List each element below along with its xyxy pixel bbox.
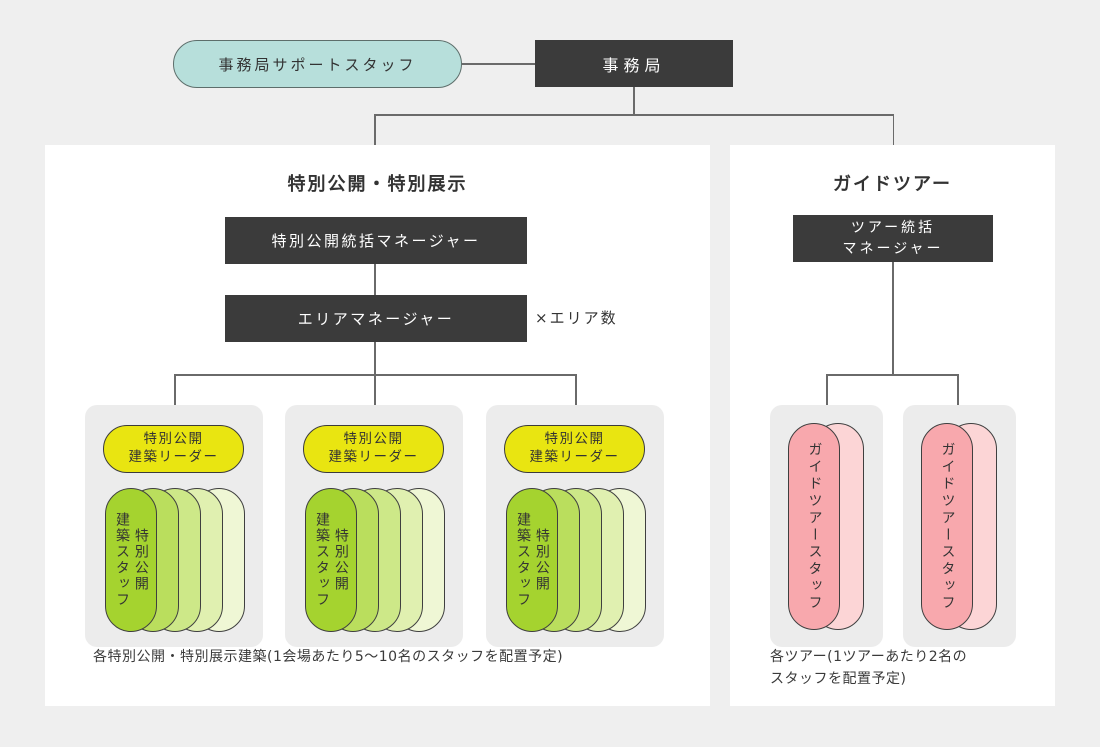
guided-tour-title: ガイドツアー bbox=[833, 174, 952, 195]
special-open-manager-box: 特別公開統括マネージャー bbox=[225, 217, 527, 264]
special-open-manager-label: 特別公開統括マネージャー bbox=[271, 232, 481, 250]
connector-line bbox=[826, 374, 958, 376]
special-exhibit-title: 特別公開・特別展示 bbox=[287, 174, 468, 195]
area-manager-label: エリアマネージャー bbox=[297, 310, 455, 328]
staff-pill-stack: 特別公開 建築スタッフ bbox=[285, 488, 463, 632]
connector-line bbox=[374, 342, 376, 374]
tour-manager-box: ツアー統括 マネージャー bbox=[793, 215, 993, 262]
connector-line bbox=[374, 374, 376, 405]
leader-label-line2: 建築リーダー bbox=[328, 449, 419, 465]
leader-label-line2: 建築リーダー bbox=[529, 449, 620, 465]
connector-line bbox=[892, 262, 894, 374]
office-label: 事務局 bbox=[602, 55, 666, 75]
left-caption: 各特別公開・特別展示建築(1会場あたり5〜10名のスタッフを配置予定) bbox=[93, 649, 564, 665]
right-caption: 各ツアー(1ツアーあたり2名の スタッフを配置予定) bbox=[770, 649, 968, 687]
tour-staff-pill-front: ガイドツアースタッフ bbox=[921, 423, 973, 630]
connector-line bbox=[892, 114, 894, 145]
tour-group-1: ガイドツアースタッフ bbox=[770, 405, 883, 647]
staff-pill-front: 特別公開 建築スタッフ bbox=[305, 488, 357, 632]
leader-label-line2: 建築リーダー bbox=[128, 449, 219, 465]
tour-group-2: ガイドツアースタッフ bbox=[903, 405, 1016, 647]
connector-line bbox=[374, 114, 894, 116]
office-box: 事務局 bbox=[535, 40, 733, 87]
connector-line bbox=[374, 264, 376, 295]
staff-pill-front: 特別公開 建築スタッフ bbox=[105, 488, 157, 632]
leader-pill: 特別公開 建築リーダー bbox=[504, 425, 645, 473]
staff-pill-label: 特別公開 建築スタッフ bbox=[314, 512, 349, 608]
building-group-3: 特別公開 建築リーダー 特別公開 建築スタッフ bbox=[486, 405, 664, 647]
leader-pill: 特別公開 建築リーダー bbox=[103, 425, 244, 473]
connector-line bbox=[957, 374, 959, 405]
connector-line bbox=[174, 374, 176, 405]
building-group-1: 特別公開 建築リーダー 特別公開 建築スタッフ bbox=[85, 405, 263, 647]
area-count-label: ×エリア数 bbox=[535, 309, 618, 327]
tour-manager-label-line1: ツアー統括 bbox=[850, 220, 936, 237]
connector-line bbox=[462, 63, 535, 65]
staff-pill-label: 特別公開 建築スタッフ bbox=[515, 512, 550, 608]
tour-staff-label: ガイドツアースタッフ bbox=[939, 441, 956, 612]
leader-pill: 特別公開 建築リーダー bbox=[303, 425, 444, 473]
guided-tour-panel: ガイドツアー ツアー統括 マネージャー ガイドツアースタッフ ガイドツアースタッ… bbox=[730, 145, 1055, 706]
leader-label-line1: 特別公開 bbox=[343, 431, 404, 448]
staff-pill-stack: 特別公開 建築スタッフ bbox=[85, 488, 263, 632]
building-group-2: 特別公開 建築リーダー 特別公開 建築スタッフ bbox=[285, 405, 463, 647]
special-exhibit-panel: 特別公開・特別展示 特別公開統括マネージャー エリアマネージャー ×エリア数 特… bbox=[45, 145, 710, 706]
connector-line bbox=[374, 114, 376, 145]
connector-line bbox=[633, 87, 635, 115]
tour-staff-label: ガイドツアースタッフ bbox=[806, 441, 823, 612]
tour-manager-label-line2: マネージャー bbox=[842, 240, 944, 257]
support-staff-label: 事務局サポートスタッフ bbox=[218, 55, 417, 74]
staff-pill-label: 特別公開 建築スタッフ bbox=[114, 512, 149, 608]
tour-staff-pill-front: ガイドツアースタッフ bbox=[788, 423, 840, 630]
leader-label-line1: 特別公開 bbox=[143, 431, 204, 448]
connector-line bbox=[575, 374, 577, 405]
staff-pill-front: 特別公開 建築スタッフ bbox=[506, 488, 558, 632]
leader-label-line1: 特別公開 bbox=[544, 431, 605, 448]
connector-line bbox=[826, 374, 828, 405]
support-staff-pill: 事務局サポートスタッフ bbox=[173, 40, 462, 88]
staff-pill-stack: 特別公開 建築スタッフ bbox=[486, 488, 664, 632]
area-manager-box: エリアマネージャー bbox=[225, 295, 527, 342]
